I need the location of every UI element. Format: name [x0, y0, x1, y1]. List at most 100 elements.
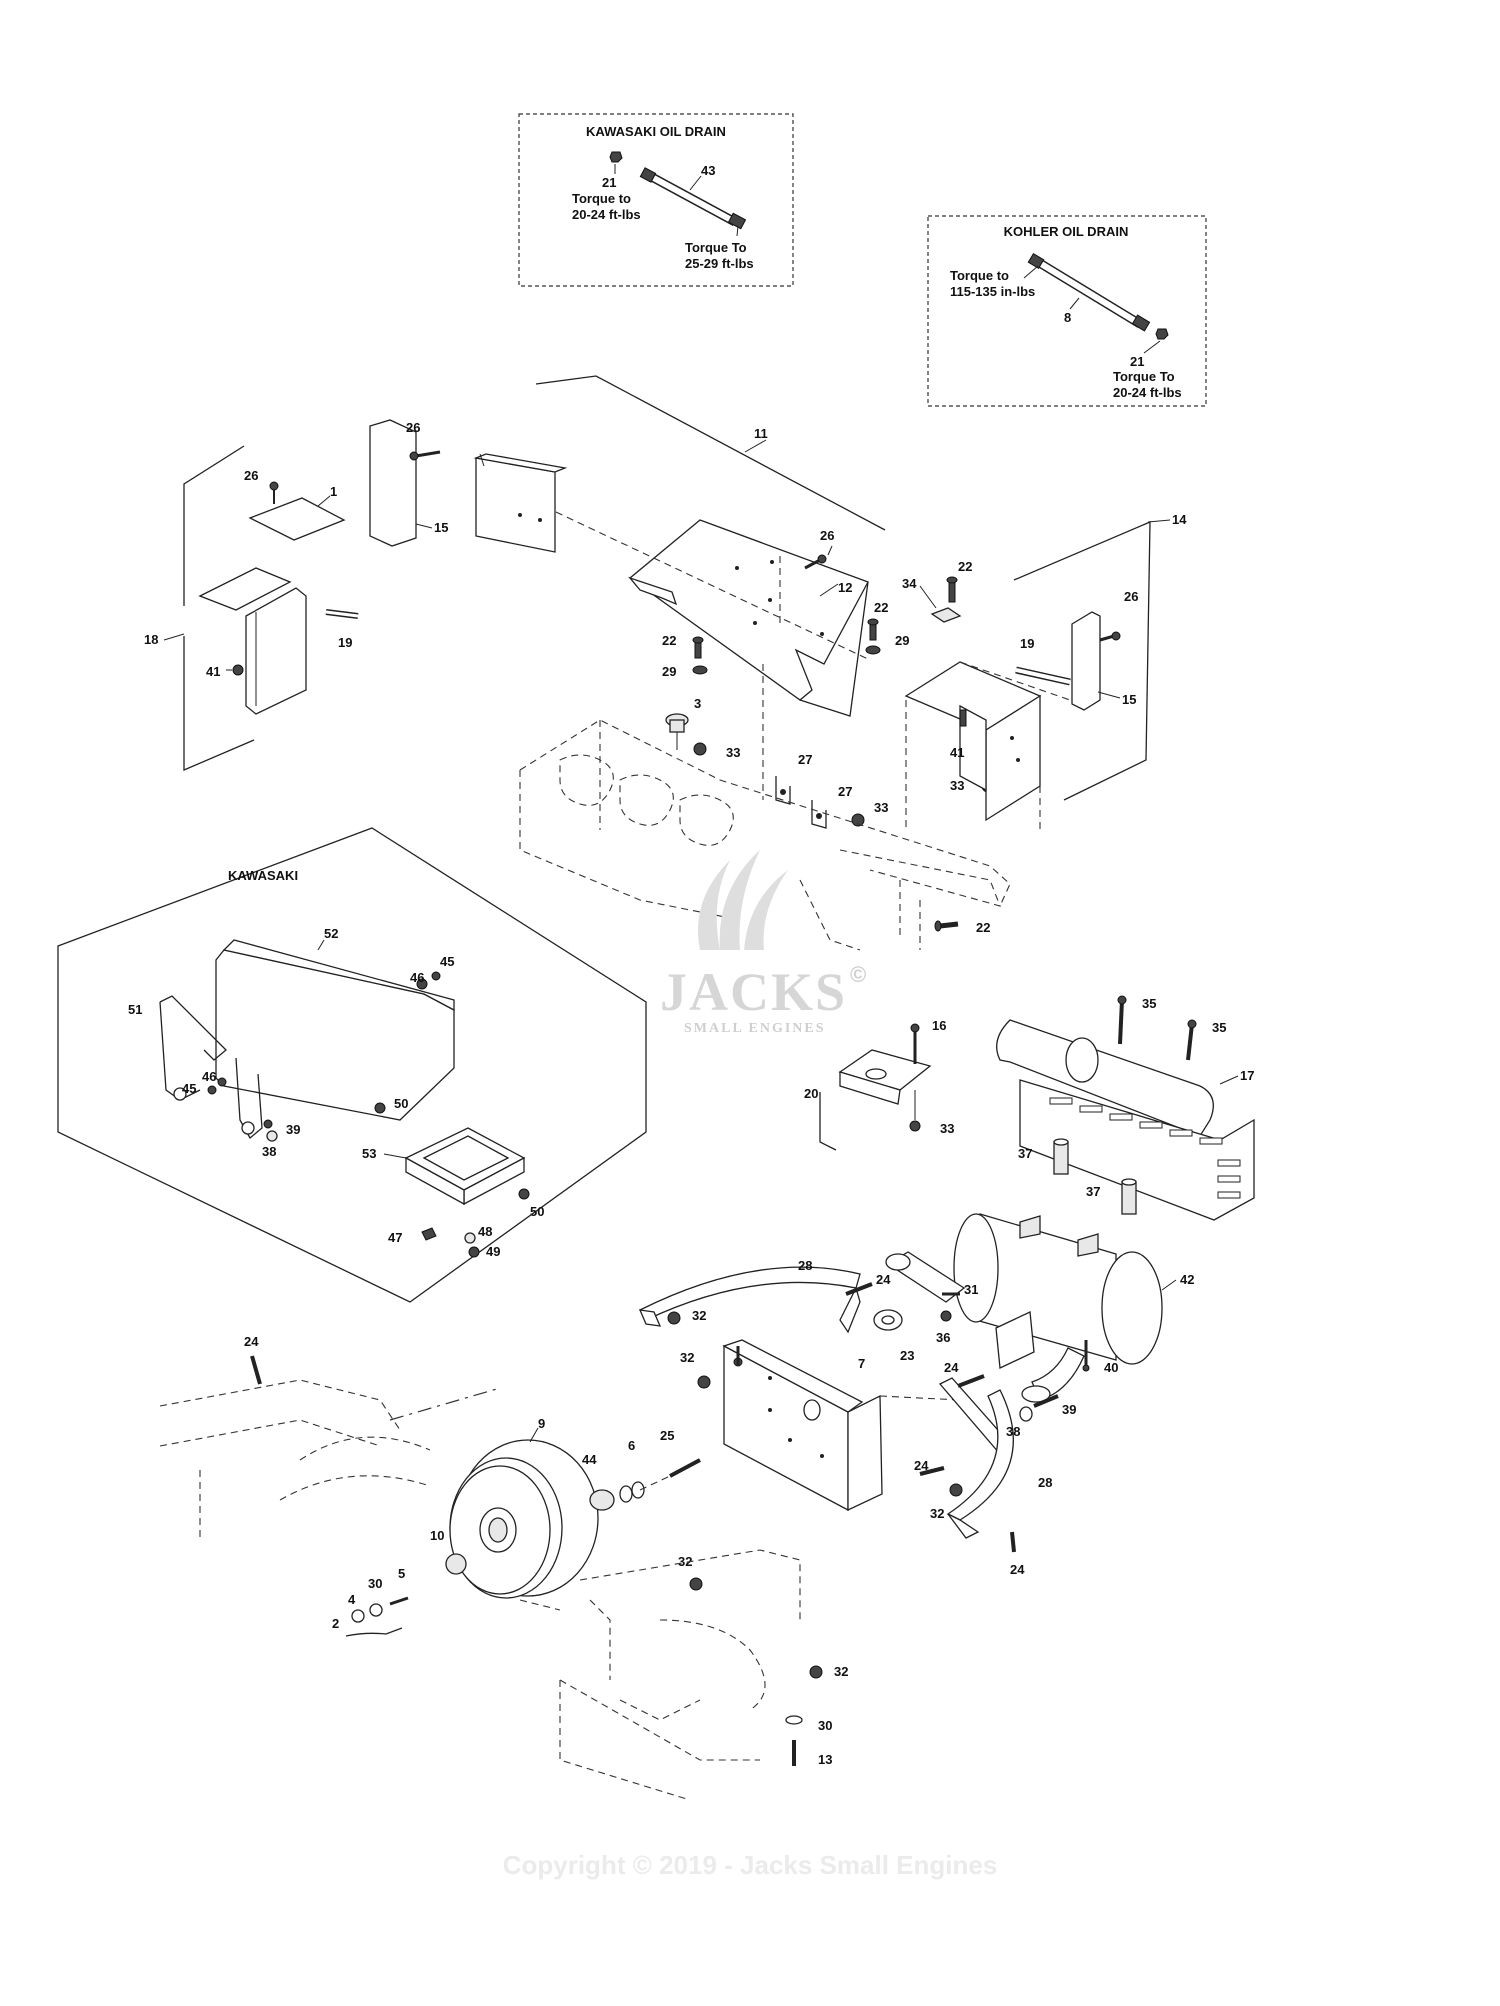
callout-21-kohler: 21 — [1130, 354, 1144, 369]
upper-shroud-assembly: 11 12 26 22 — [473, 375, 1187, 951]
callout-35-right: 35 — [1212, 1020, 1226, 1035]
callout-41-right: 41 — [950, 745, 964, 760]
callout-32-d: 32 — [930, 1506, 944, 1521]
callout-15-right: 15 — [1122, 692, 1136, 707]
callout-51: 51 — [128, 1002, 142, 1017]
callout-33-a: 33 — [726, 745, 740, 760]
spacer-37-right — [1121, 1178, 1137, 1215]
callout-19-right: 19 — [1020, 636, 1034, 651]
callout-23: 23 — [900, 1348, 914, 1363]
bolt-26-right — [1099, 631, 1121, 642]
callout-31: 31 — [964, 1282, 978, 1297]
bolt-35-left — [1117, 995, 1127, 1045]
kawasaki-note-21-line1: Torque to — [572, 191, 631, 206]
callout-46-upper: 46 — [410, 970, 424, 985]
engine-deck-outline — [519, 719, 1011, 951]
kawasaki-oil-drain-box: KAWASAKI OIL DRAIN 21 43 Torque to 20-24… — [518, 113, 794, 287]
callout-50-lower: 50 — [530, 1204, 544, 1219]
callout-26-left-side: 26 — [406, 420, 420, 435]
callout-26-right: 26 — [1124, 589, 1138, 604]
callout-32-e: 32 — [678, 1554, 692, 1569]
callout-22-top: 22 — [958, 559, 972, 574]
callout-18: 18 — [144, 632, 158, 647]
callout-24-mid: 24 — [944, 1360, 959, 1375]
heat-shield-17: 17 — [996, 1019, 1255, 1221]
callout-11: 11 — [754, 426, 768, 441]
kohler-note-8-line1: Torque to — [950, 268, 1009, 283]
callout-35-left: 35 — [1142, 996, 1156, 1011]
kohler-oil-drain-box: KOHLER OIL DRAIN Torque to 115-135 in-lb… — [927, 215, 1207, 407]
bolt-22-top — [946, 576, 958, 603]
callout-24-lower: 24 — [914, 1458, 929, 1473]
callout-39-inset: 39 — [286, 1122, 300, 1137]
callout-8: 8 — [1064, 310, 1071, 325]
callout-15-left: 15 — [434, 520, 448, 535]
bracket-51 — [159, 995, 263, 1140]
callout-13: 13 — [818, 1752, 832, 1767]
grille-52 — [215, 939, 455, 1121]
callout-42: 42 — [1180, 1272, 1194, 1287]
strap-28-upper — [638, 1266, 861, 1334]
callout-53: 53 — [362, 1146, 376, 1161]
watermark-sub: SMALL ENGINES — [684, 1021, 826, 1036]
kohler-note-21-line2: 20-24 ft-lbs — [1113, 385, 1182, 400]
callout-3: 3 — [694, 696, 701, 711]
muffler-42: 42 — [885, 1213, 1194, 1403]
callout-25: 25 — [660, 1428, 674, 1443]
spacer-37-left — [1053, 1138, 1069, 1175]
callout-28-lower: 28 — [1038, 1475, 1052, 1490]
bolt-22-bottom — [934, 920, 959, 932]
kohler-note-8-line2: 115-135 in-lbs — [950, 284, 1035, 299]
watermark-logo: JACKS © SMALL ENGINES — [660, 850, 866, 1036]
callout-22-bottom: 22 — [976, 920, 990, 935]
callout-24-upper: 24 — [876, 1272, 891, 1287]
callout-38: 38 — [1006, 1424, 1020, 1439]
frame-outline — [159, 1379, 801, 1801]
kohler-note-21-line1: Torque To — [1113, 369, 1175, 384]
drain-plug-21-kohler — [1155, 328, 1169, 340]
callout-45-lower: 45 — [182, 1081, 196, 1096]
callout-22-mid: 22 — [874, 600, 888, 615]
callout-37-left: 37 — [1018, 1146, 1032, 1161]
kawasaki-oil-drain-title: KAWASAKI OIL DRAIN — [586, 124, 726, 139]
callout-47: 47 — [388, 1230, 402, 1245]
kawasaki-note-43-line1: Torque To — [685, 240, 747, 255]
callout-36: 36 — [936, 1330, 950, 1345]
drain-tube-43 — [639, 167, 747, 230]
pulley-9 — [449, 1427, 599, 1599]
callout-49: 49 — [486, 1244, 500, 1259]
callout-24-left: 24 — [244, 1334, 259, 1349]
drain-plug-21 — [609, 151, 623, 163]
callout-1: 1 — [330, 484, 337, 499]
callout-4: 4 — [348, 1592, 356, 1607]
washer-29-left — [692, 665, 708, 675]
callout-7: 7 — [858, 1356, 865, 1371]
callout-22-left: 22 — [662, 633, 676, 648]
kawasaki-note-21-line2: 20-24 ft-lbs — [572, 207, 641, 222]
screw-41-right — [959, 709, 967, 727]
callout-14: 14 — [1172, 512, 1187, 527]
callout-39: 39 — [1062, 1402, 1076, 1417]
callout-5: 5 — [398, 1566, 405, 1581]
bolt-26-center — [804, 554, 827, 570]
callout-33-b: 33 — [874, 800, 888, 815]
bolt-22-right — [867, 618, 879, 641]
watermark-registered: © — [850, 962, 866, 987]
knob-3 — [665, 713, 689, 750]
watermark-brand: JACKS — [660, 962, 847, 1022]
callout-24-bottom-right: 24 — [1010, 1562, 1025, 1577]
callout-30-lower: 30 — [818, 1718, 832, 1733]
callout-34: 34 — [902, 576, 917, 591]
callout-33-c: 33 — [950, 778, 964, 793]
callout-45-upper: 45 — [440, 954, 454, 969]
callout-12: 12 — [838, 580, 852, 595]
callout-32-a: 32 — [692, 1308, 706, 1323]
callout-33-center: 33 — [940, 1121, 954, 1136]
callout-10: 10 — [430, 1528, 444, 1543]
callout-19-left: 19 — [338, 635, 352, 650]
callout-41-left: 41 — [206, 664, 220, 679]
left-shroud-group: 18 1 26 15 26 19 41 — [144, 419, 448, 771]
callout-6: 6 — [628, 1438, 635, 1453]
center-bracket-group: 16 33 20 — [804, 1018, 954, 1151]
callout-17: 17 — [1240, 1068, 1254, 1083]
